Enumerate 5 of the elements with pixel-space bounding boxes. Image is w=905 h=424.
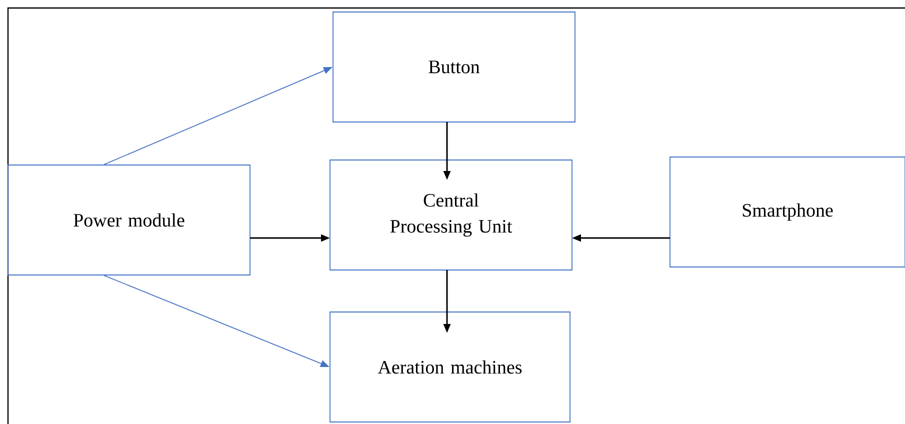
process-box: Aeration machines <box>330 312 570 422</box>
process-box: Smartphone <box>670 156 905 268</box>
process-box: Central Processing Unit <box>330 160 572 270</box>
process-box: Power module <box>8 164 250 276</box>
process-box: Button <box>332 12 576 122</box>
